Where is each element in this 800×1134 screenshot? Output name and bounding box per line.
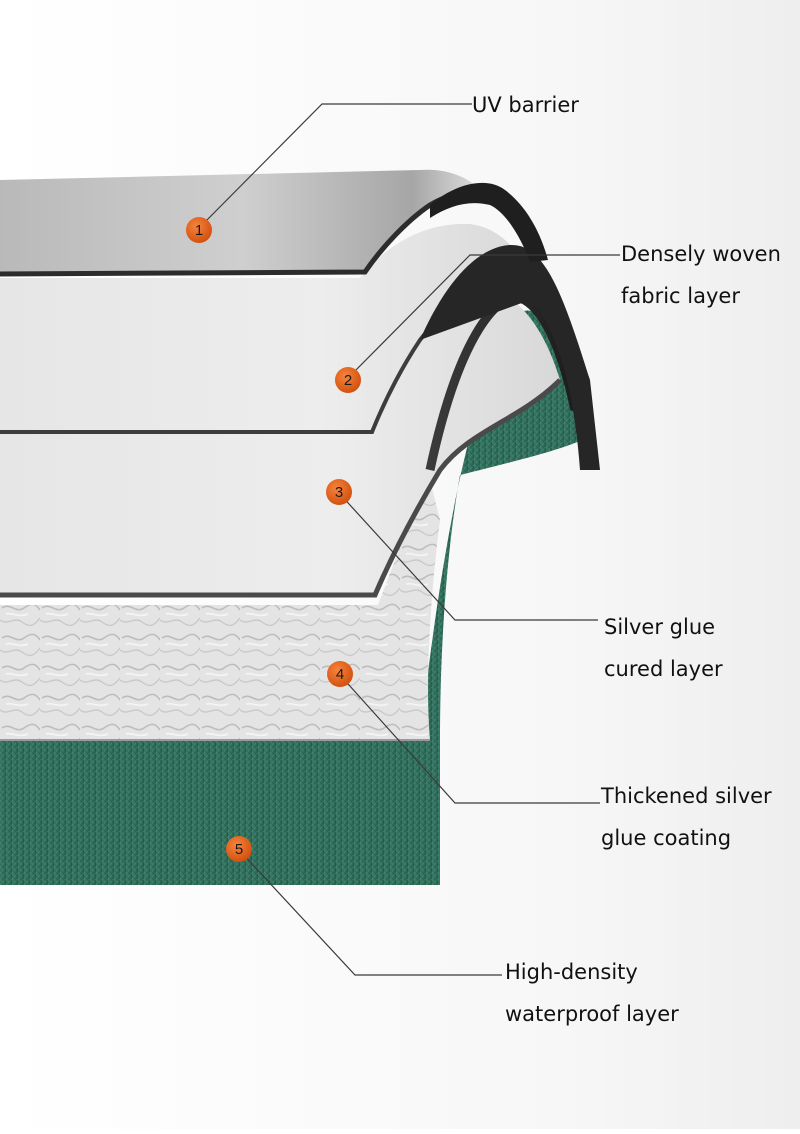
label-uv-barrier: UV barrier [472,84,579,126]
green-fabric-layer [0,735,440,885]
label-line: waterproof layer [505,1002,679,1026]
uv-barrier-dark-band [430,182,548,262]
badge-number: 3 [335,484,343,501]
woven-fabric-sheet [0,223,535,430]
badge-number: 2 [344,372,352,389]
green-fabric-arch [420,310,582,740]
badge-5: 5 [226,836,252,862]
badge-number: 5 [235,841,243,858]
cured-layer-sheet [0,290,560,595]
label-line: Silver glue [604,615,716,639]
leader-lines [198,103,620,976]
leader-line-2 [347,254,620,379]
leader-line-3 [338,492,598,621]
woven-fabric-dark-band [420,245,600,470]
label-line: Densely woven [621,242,781,266]
badge-3: 3 [326,479,352,505]
label-line: Thickened silver [601,784,772,808]
leader-line-4 [339,674,600,804]
label-high-density-waterproof: High-density waterproof layer [505,951,679,1035]
label-silver-glue-cured: Silver glue cured layer [604,606,723,690]
badge-number: 4 [336,666,344,683]
label-densely-woven-fabric: Densely woven fabric layer [621,233,781,317]
label-line: High-density [505,960,638,984]
cured-layer-edge [0,378,562,598]
badge-2: 2 [335,367,361,393]
badge-1: 1 [186,217,212,243]
badge-number: 1 [195,222,203,239]
uv-barrier-sheet [0,169,485,272]
leader-line-1 [198,103,472,229]
label-line: UV barrier [472,93,579,117]
label-thickened-silver-glue: Thickened silver glue coating [601,775,772,859]
label-line: cured layer [604,657,723,681]
badge-4: 4 [327,661,353,687]
leader-line-5 [238,849,502,976]
label-line: glue coating [601,826,732,850]
label-line: fabric layer [621,284,740,308]
